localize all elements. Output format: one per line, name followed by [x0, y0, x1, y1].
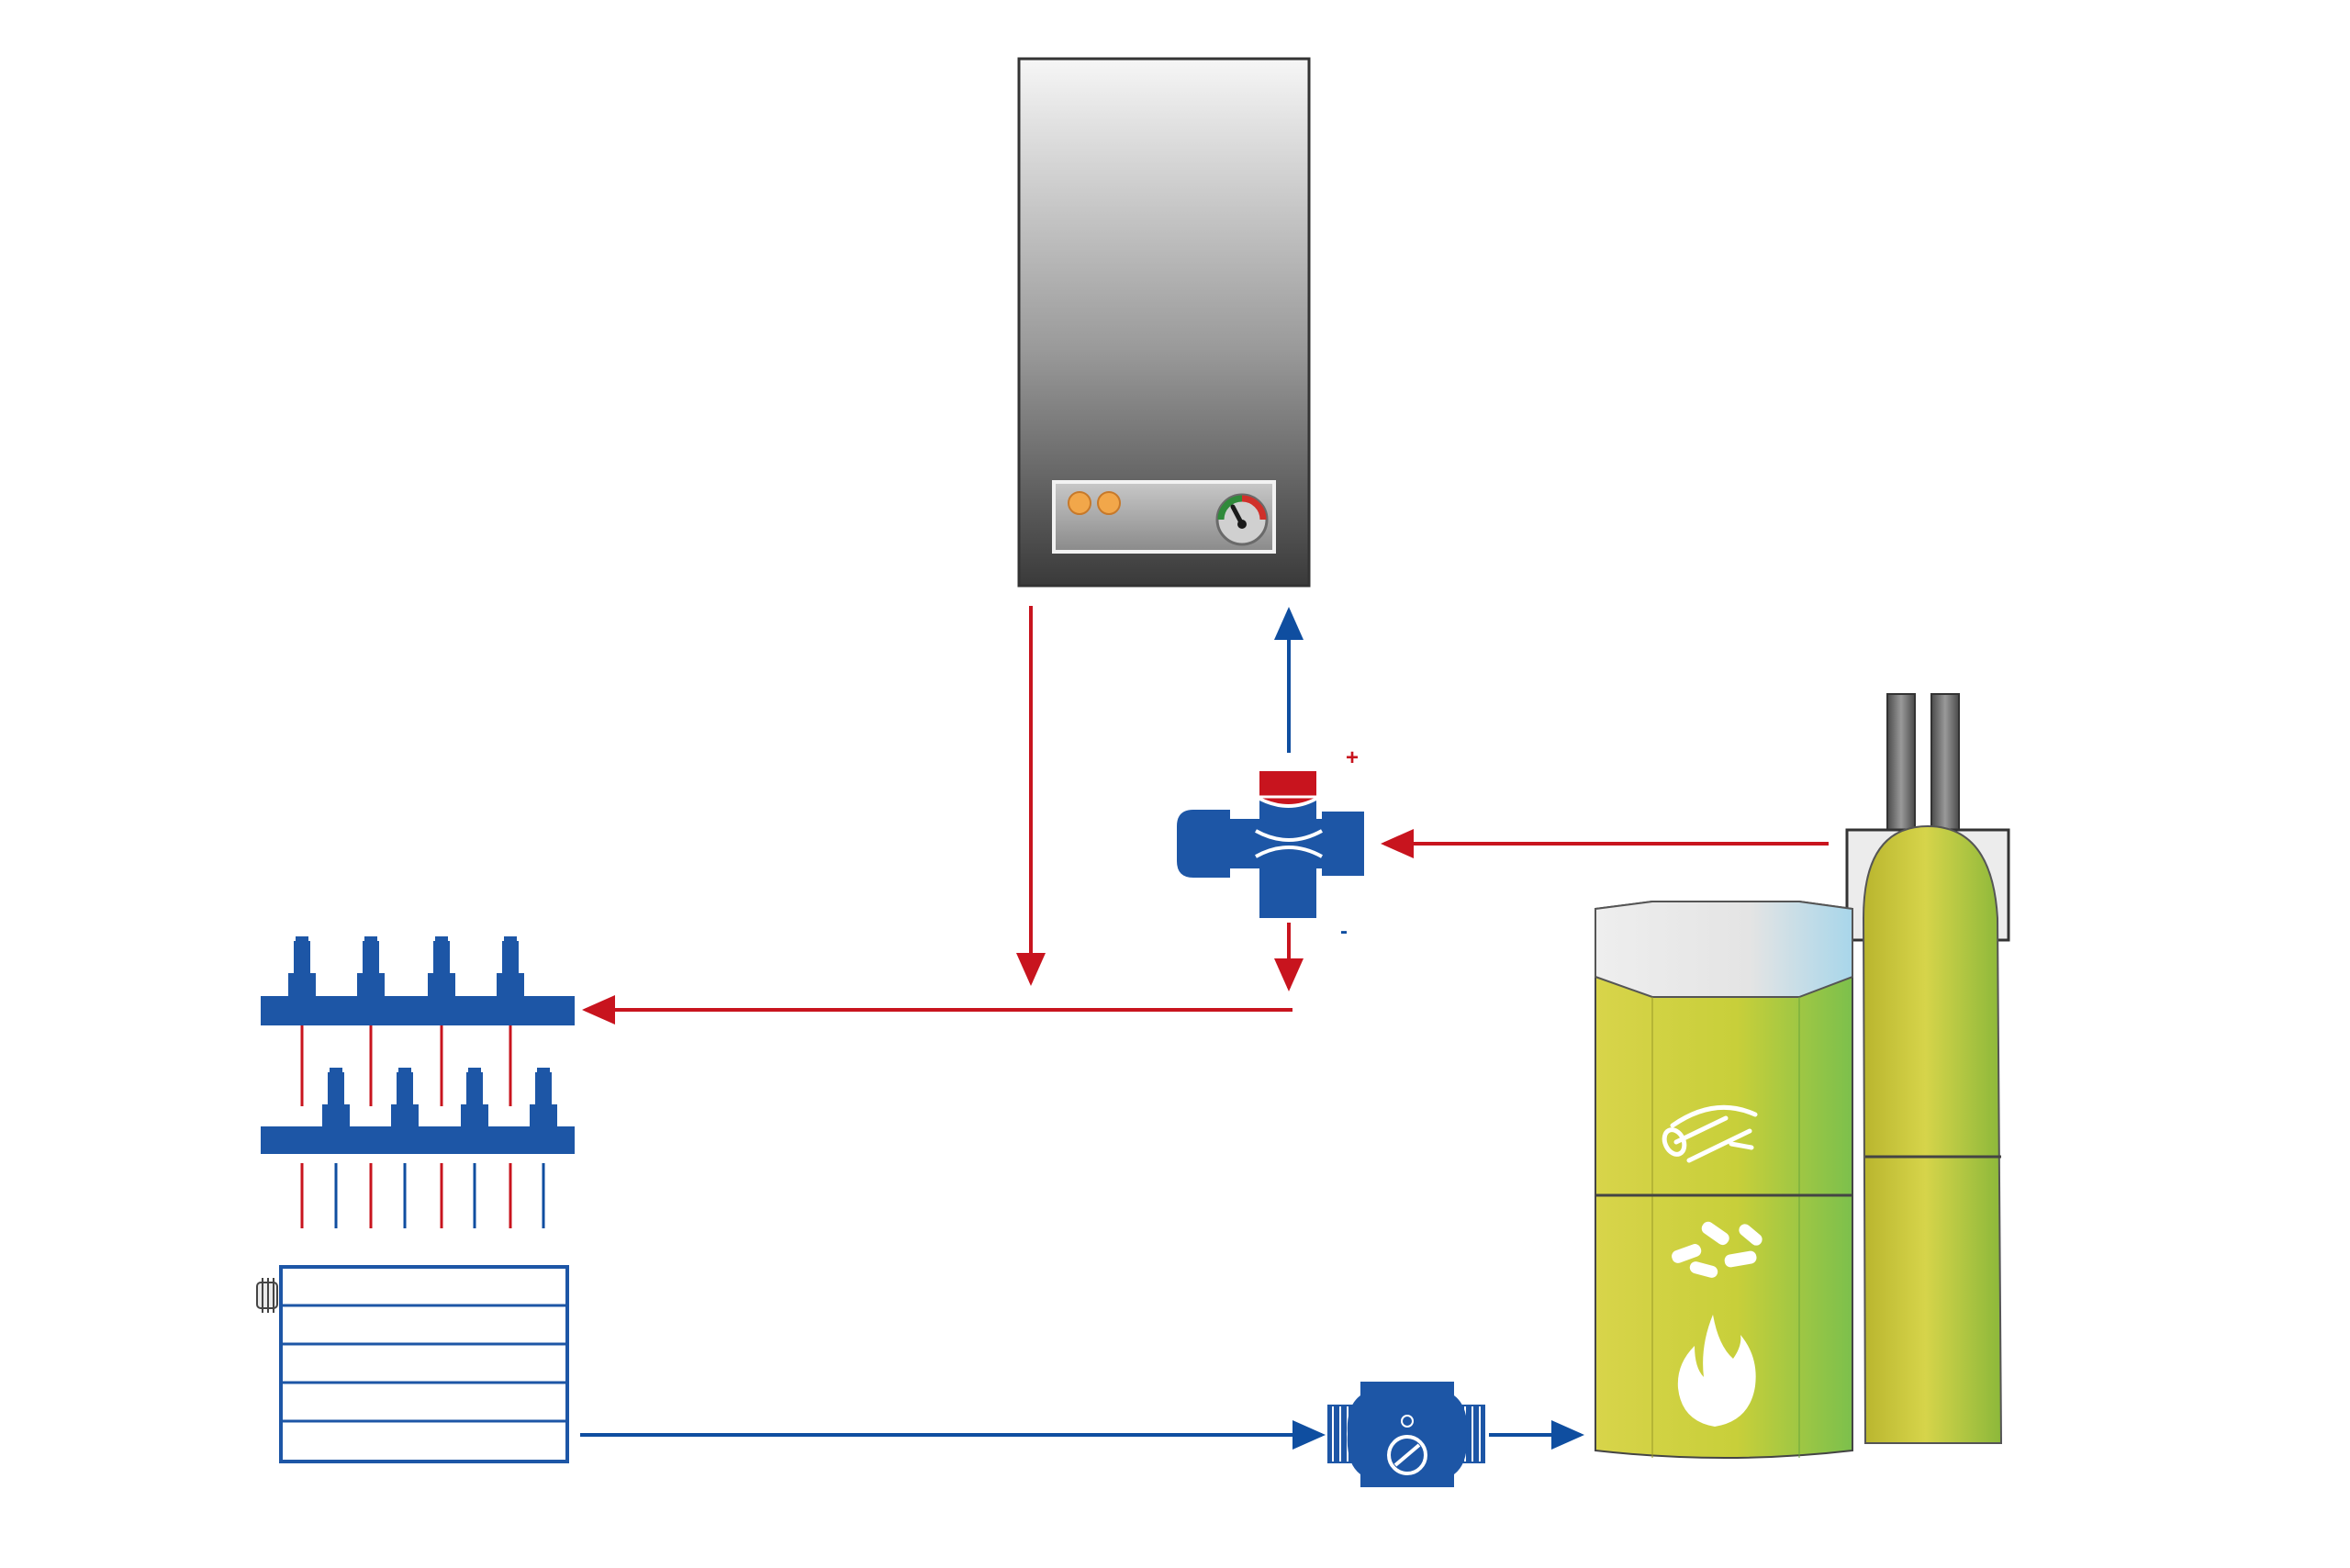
radiator-thermostat-icon [256, 1278, 278, 1313]
flame-icon [1677, 1315, 1756, 1427]
pellet-boiler-lid [1595, 901, 1853, 998]
three-way-mixing-valve: + - [1177, 745, 1364, 944]
wood-logs-icon [1662, 1104, 1758, 1163]
pressure-gauge-icon [1215, 493, 1269, 546]
manifold-bar [261, 996, 575, 1025]
manifold-valves [322, 1068, 557, 1126]
boiler-indicator-light-2 [1097, 491, 1121, 515]
supply-loops [300, 1025, 512, 1106]
manifold-bar [261, 1126, 575, 1154]
return-loops [300, 1163, 545, 1228]
underfloor-manifold-supply [261, 936, 575, 1106]
valve-minus-label: - [1340, 919, 1348, 944]
pump-body [1347, 1382, 1468, 1487]
pipes [580, 606, 1829, 1450]
panel-radiator [256, 1265, 569, 1463]
valve-left-actuator [1177, 810, 1230, 878]
boiler-indicator-light-1 [1068, 491, 1091, 515]
pellet-boiler [1595, 901, 1853, 1459]
flue-pipe-2 [1930, 693, 1960, 833]
pellet-boiler-unit [1595, 693, 2010, 1459]
flue-pipe-1 [1886, 693, 1916, 833]
pellets-icon [1672, 1221, 1762, 1278]
valve-left-port [1230, 819, 1256, 868]
pump-rotor-icon [1387, 1435, 1427, 1475]
valve-hot-inlet [1259, 771, 1316, 804]
valve-bottom-port [1259, 852, 1316, 918]
wall-gas-boiler [1017, 57, 1311, 588]
valve-body [1256, 819, 1322, 868]
circulation-pump [1327, 1382, 1485, 1487]
underfloor-manifold-return [261, 1068, 575, 1228]
pellet-hopper [1862, 824, 2003, 1444]
manifold-valves [288, 936, 524, 996]
valve-plus-label: + [1346, 745, 1359, 770]
valve-right-port [1322, 812, 1364, 876]
radiator-panel [279, 1265, 569, 1463]
